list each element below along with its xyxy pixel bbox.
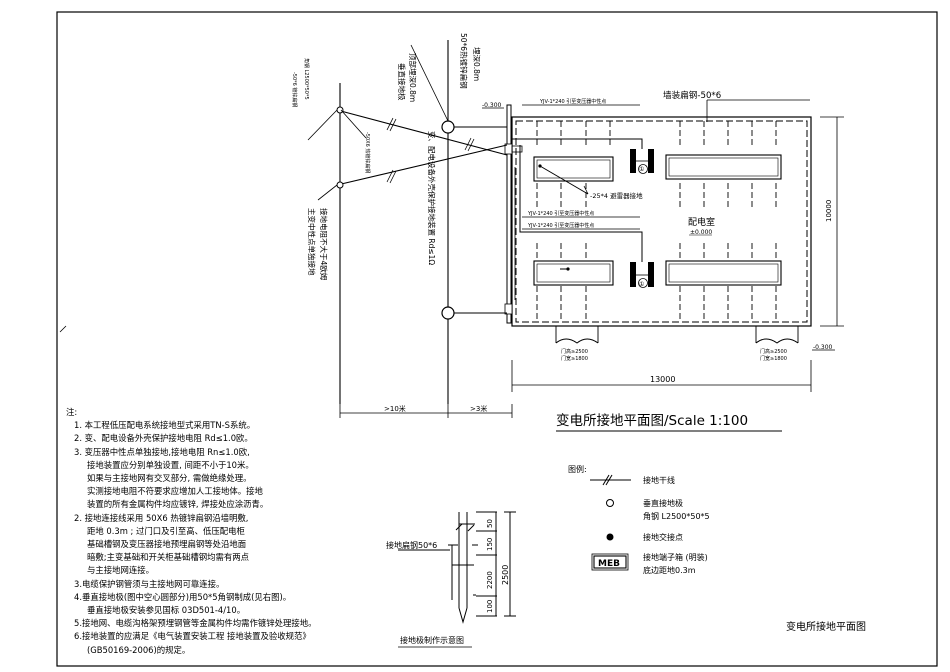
note-line: 暗敷;主变基础和开关柜基础槽钢均需有两点 [87,552,249,563]
door-left-height: 门高≥2500 [561,348,588,355]
junction-dot [566,267,570,271]
vlabel-top-depth: 顶部埋深0.8m [408,53,418,102]
legend-title: 图例: [568,464,587,474]
note-line: 实测接地电阻不符要求应增加人工接地体。接地 [87,486,263,497]
vlabel-protective-grounding: 变、配电设备外壳保护接地装置 Rd≤1Ω [427,131,437,265]
ground-trunk-ticks [386,117,475,184]
vlabel-neutral: 主变中性点单独接地 [307,208,317,276]
note-line: 3.电缆保护钢管须与主接地网可靠连接。 [74,578,225,589]
wall-terminal-column [506,104,512,324]
meb-box-bottom [504,303,513,315]
note-line: (GB50169-2006)的规定。 [87,644,191,655]
door-left [555,326,599,344]
legend-item-angle-steel: 角钢 L2500*50*5 [643,511,710,521]
wall-steel-label: 墙装扁钢-50*6 [663,89,721,101]
transformer-mark-top: ① [639,166,644,173]
legend-symbols [590,474,631,507]
detail-dim-total: 2500 [501,565,510,585]
frame-tick [59,325,67,333]
notes-title: 注: [66,407,78,417]
door-left-width: 门宽≥1800 [561,355,588,362]
switchgear-cabinets [533,154,782,286]
legend-item-height: 底边距地0.3m [643,565,696,575]
detail-dim-100: 100 [486,600,494,613]
wall-penetration [511,145,523,153]
detail-dim-2200: 2200 [486,571,494,589]
transformer-top [630,149,654,174]
note-line: 装置的所有金属构件均应镀锌, 焊接处应涂沥青。 [87,499,269,510]
note-line: 接地装置应分别单独设置, 间距不小于10米。 [87,459,254,470]
height-dimension: 10000 [825,200,833,222]
note-line: 4.垂直接地极(图中空心圆部分)用50*5角钢制成(见右图)。 [74,591,292,602]
vlabel-vertical-electrode: 垂直接地极 [397,63,407,101]
note-line: 2. 接地连接线采用 50X6 热镀锌扁钢沿墙明敷, [74,512,249,523]
note-line: 2. 变、配电设备外壳保护接地电阻 Rd≤1.0欧。 [74,433,253,444]
legend-item-trunk: 接地干线 [643,475,675,485]
note-line: 5.接地网、电缆沟格架预埋钢管等金属构件均需作镀锌处理接地。 [74,618,317,629]
door-right-height: 门高≥2500 [760,348,787,355]
main-title: 变电所接地平面图/Scale 1:100 [556,412,748,429]
wall-steel-strip [515,120,808,323]
room-elevation: ±0.000 [690,229,712,236]
detail-steel-label: 接地扁钢50*6 [386,540,437,550]
legend-item-terminal-box: 接地端子箱 (明装) [643,552,708,562]
ground-electrode [441,120,455,134]
notes-block: 注: 1. 本工程低压配电系统接地型式采用TN-S系统。 2. 变、配电设备外壳… [66,406,366,657]
dimension-lines [339,116,844,418]
corner-title: 变电所接地平面图 [786,620,866,633]
legend-electrode-icon [606,499,614,507]
transformer-bottom [630,262,654,288]
leader-lines [307,44,835,351]
note-line: 与主接地网连接。 [87,565,154,576]
legend-meb-box [593,555,627,569]
cable-label-top: YJV-1*240 引至变压器中性点 [539,98,606,105]
vlabel-flat-steel: 50*6热镀锌扁钢 [459,33,469,89]
note-line: 基础槽钢及变压器接地预埋扁钢等处沿地面 [87,539,247,550]
distance-10m: >10米 [384,404,406,413]
vlabel-angle-steel: 角钢 L2500*50*5 [303,58,310,100]
detail-caption: 接地极制作示意图 [400,635,464,645]
vlabel-hot-dip-steel: -50X6 热镀锌扁钢 [364,132,371,173]
legend-item-electrode: 垂直接地极 [643,498,683,508]
note-line: 3. 变压器中性点单独接地,接地电阻 Rn≤1.0欧, [74,446,250,457]
drawing-border [56,11,938,667]
transformer-mark-bottom: ① [639,281,644,288]
note-line: 1. 本工程低压配电系统接地型式采用TN-S系统。 [74,420,256,431]
note-line: 6.接地装置的应满足《电气装置安装工程 接地装置及验收规范》 [74,631,311,642]
detail-dim-150: 150 [486,538,494,551]
junction-dot [538,164,542,168]
note-line: 如果与主接地网有交叉部分, 需做绝缘处理。 [87,473,252,484]
neutral-cables [511,138,643,270]
legend-junction-icon [606,533,614,541]
door-right [755,326,799,344]
note-line: 距地 0.3m ; 过门口及引至高、低压配电柜 [87,525,245,536]
grounding-mains [336,40,508,404]
vlabel-burial-depth: 埋深0.8m [472,47,482,81]
elevation-top: -0.300 [482,102,502,109]
vlabel-resistance: 接地电阻不大于4欧姆 [319,208,329,281]
vlabel-galvanized-steel: -50*6 镀锌扁钢 [291,72,298,107]
door-right-width: 门宽≥1800 [760,355,787,362]
electrode-detail [398,511,516,624]
room-name: 配电室 [688,216,715,228]
cable-label-mid1: YJV-1*240 引至变压器中性点 [527,210,594,217]
detail-dim-50: 50 [486,519,494,528]
building-outer-wall [511,116,812,327]
width-dimension: 13000 [650,375,675,384]
cable-trench-lines [536,121,777,322]
note-line: 垂直接地极安装参见国标 03D501-4/10。 [87,605,246,616]
ground-electrode [441,306,455,320]
distance-3m: >3米 [470,404,487,413]
legend-item-junction: 接地交接点 [643,532,683,542]
arrester-label: -25*4 避雷器接地 [590,191,643,200]
ground-electrode-small [336,106,344,114]
elevation-right: -0.300 [813,344,833,351]
legend-meb-label: MEB [598,559,620,569]
cable-label-mid2: YJV-1*240 引至变压器中性点 [527,222,594,229]
ground-electrode-small [336,181,344,189]
